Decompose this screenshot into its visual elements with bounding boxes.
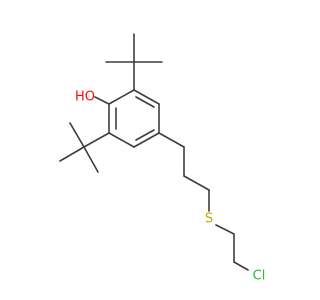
bond-tbu2-me3 [59, 146, 85, 162]
bond-c4-ch2a [158, 132, 185, 148]
molecule-structure: HO S Cl [59, 33, 265, 284]
bond-c2-c3-inner [135, 96, 155, 108]
bond-ch2b-ch2c [183, 175, 210, 191]
bond-c1-c2 [108, 89, 135, 105]
bond-c6-tbu2 [83, 132, 110, 148]
atom-label-hydroxyl: HO [75, 90, 95, 105]
atom-labels: HO S Cl [75, 90, 265, 284]
bond-c2-c3 [133, 89, 160, 105]
bond-c4-c5-inner [135, 129, 155, 141]
bond-c1-o [94, 96, 110, 105]
bond-s-ch2d [215, 224, 235, 235]
bond-tbu2-me2 [83, 146, 99, 173]
bond-tbu2-me1 [69, 122, 85, 148]
bond-ch2e-cl [233, 261, 249, 271]
bond-c4-c5 [133, 132, 160, 148]
bond-c5-c6 [108, 132, 135, 148]
atom-label-chlorine: Cl [253, 269, 266, 284]
bonds [59, 33, 249, 271]
atom-label-sulfur: S [205, 212, 213, 227]
